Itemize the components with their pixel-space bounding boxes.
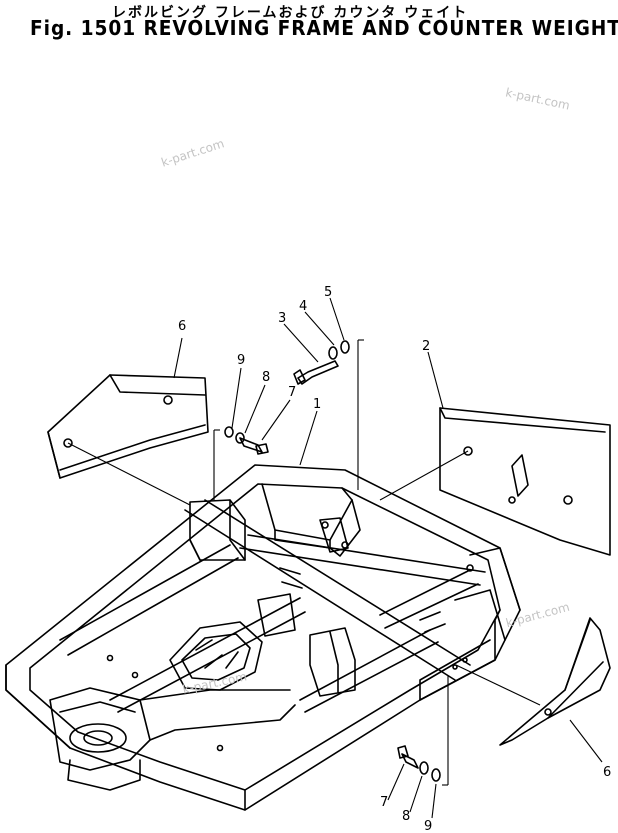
callout-7-upper: 7 — [288, 385, 296, 400]
callout-4: 4 — [299, 299, 307, 314]
callout-9-upper: 9 — [237, 353, 245, 368]
callout-8-lower: 8 — [402, 809, 410, 824]
revolving-frame — [5, 464, 521, 811]
callout-8-upper: 8 — [262, 370, 270, 385]
counterweight-cover-left — [47, 374, 209, 479]
callout-6-upper: 6 — [178, 319, 186, 334]
leader-lines — [173, 297, 603, 819]
bolt-set-lower — [397, 745, 441, 782]
callout-6-lower: 6 — [603, 765, 611, 780]
callout-labels: 6 9 8 7 3 4 5 1 2 6 7 8 9 — [178, 285, 611, 833]
bolt-set-middle — [224, 426, 269, 455]
bolt-set-upper — [293, 340, 350, 385]
callout-5: 5 — [324, 285, 332, 300]
callout-3: 3 — [278, 311, 286, 326]
figure-title: Fig. 1501 REVOLVING FRAME AND COUNTER WE… — [30, 16, 618, 40]
counterweight — [439, 407, 611, 556]
callout-7-lower: 7 — [380, 795, 388, 810]
callout-1: 1 — [313, 397, 321, 412]
callout-2: 2 — [422, 339, 430, 354]
figure-header: レボルビング フレームおよび カウンタ ウェイト Fig. 1501 REVOL… — [0, 0, 618, 42]
callout-9-lower: 9 — [424, 819, 432, 833]
counterweight-cover-right — [499, 617, 611, 746]
japanese-title: レボルビング フレームおよび カウンタ ウェイト — [112, 5, 469, 21]
assembly-lines — [67, 339, 541, 786]
